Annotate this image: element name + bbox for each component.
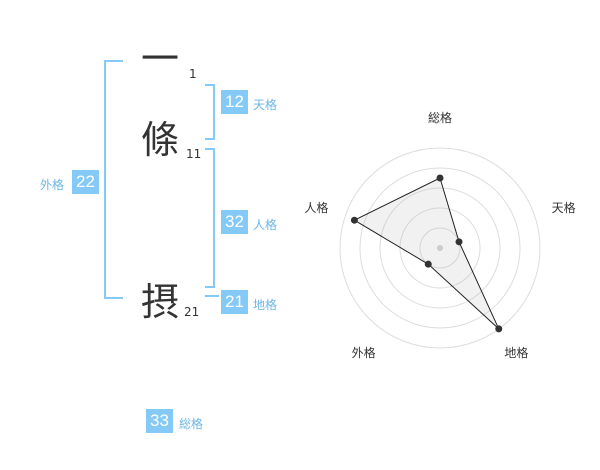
radar-point bbox=[424, 260, 432, 268]
tenkaku-label: 天格 bbox=[253, 98, 278, 112]
stroke-count-3: 21 bbox=[184, 305, 200, 319]
stroke-count-1: 1 bbox=[189, 67, 197, 81]
radar-grid bbox=[339, 147, 541, 349]
radar-axis-label: 天格 bbox=[552, 200, 576, 215]
soukaku-value: 33 bbox=[146, 409, 173, 433]
gaikaku-value: 22 bbox=[72, 170, 99, 194]
radar-point bbox=[455, 238, 463, 246]
radar-ring bbox=[399, 207, 481, 289]
radar-ring bbox=[339, 147, 541, 349]
radar-axis-label: 外格 bbox=[352, 345, 376, 360]
stroke-count-2: 11 bbox=[186, 147, 202, 161]
chikaku-label: 地格 bbox=[253, 298, 278, 312]
radar-axis-label: 地格 bbox=[504, 345, 528, 360]
radar-axis-label: 人格 bbox=[304, 200, 328, 215]
radar-point bbox=[436, 174, 444, 182]
soukaku-label: 総格 bbox=[179, 417, 204, 431]
name-char-2: 條 bbox=[141, 118, 180, 162]
jinkaku-label: 人格 bbox=[253, 218, 278, 232]
radar-axis-label: 総格 bbox=[428, 110, 452, 125]
radar-data-polygon bbox=[353, 177, 500, 330]
radar-ring bbox=[359, 167, 521, 329]
radar-point bbox=[350, 216, 358, 224]
name-char-1: 一 bbox=[141, 37, 180, 81]
tenkaku-value: 12 bbox=[221, 90, 248, 114]
chikaku-value: 21 bbox=[221, 290, 248, 314]
radar-ring bbox=[379, 187, 501, 309]
gaikaku-label: 外格 bbox=[40, 178, 65, 192]
radar-ring bbox=[419, 227, 461, 269]
jinkaku-value: 32 bbox=[221, 210, 248, 234]
radar-point bbox=[495, 325, 503, 333]
name-char-3: 摂 bbox=[141, 280, 180, 324]
radar-center-dot bbox=[437, 245, 443, 251]
